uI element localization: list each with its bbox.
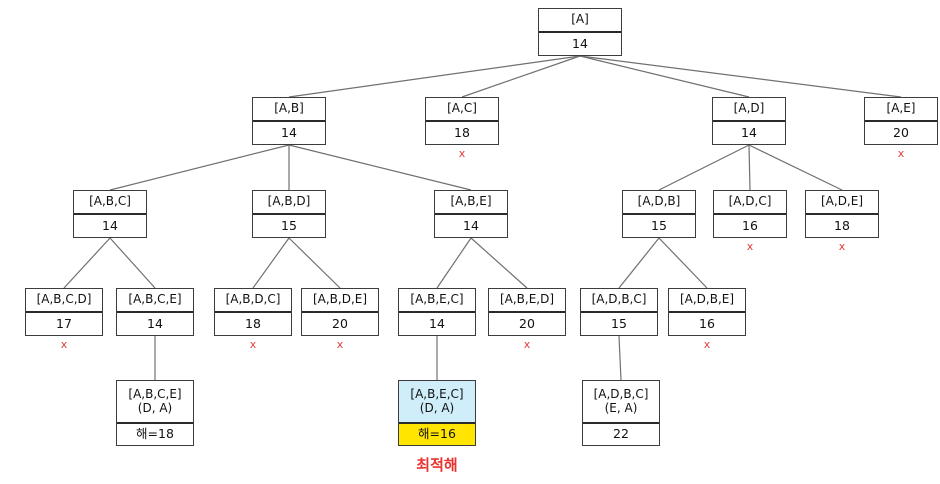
node-path-label: [A,E] (886, 101, 916, 116)
node-AB: [A,B] 14 (252, 97, 326, 145)
node-ABC: [A,B,C] 14 (73, 190, 147, 238)
node-ADBE: [A,D,B,E] 16 (668, 288, 746, 336)
node-cost-label: 18 (215, 311, 291, 335)
node-cost-label: 17 (26, 311, 102, 335)
node-ABCE: [A,B,C,E] 14 (116, 288, 194, 336)
node-path-label: [A,C] (447, 101, 477, 116)
node-ABEC: [A,B,E,C] 14 (398, 288, 476, 336)
node-path-label: [A,B,C] (89, 194, 131, 209)
node-ADBC: [A,D,B,C] 15 (580, 288, 658, 336)
node-path-label: [A,D,E] (820, 194, 864, 209)
edge-AD-ADE (748, 144, 843, 191)
edge-ABD-ABDC (252, 237, 290, 289)
node-cost-label: 14 (539, 31, 621, 55)
pruned-x-mark: x (703, 338, 711, 351)
node-path-label: [A,D,B,C] (591, 292, 647, 307)
node-path-label: [A,D,B,E] (679, 292, 735, 307)
node-ADC: [A,D,C] 16 (713, 190, 787, 238)
node-path-label: [A,D,B] (637, 194, 681, 209)
pruned-x-mark: x (336, 338, 344, 351)
node-path-label: [A,B,E] (450, 194, 492, 209)
node-ABECDA: [A,B,E,C] (D, A)해=16 (398, 380, 476, 446)
edge-AB-ABE (288, 144, 472, 191)
edge-A-AB (288, 55, 581, 98)
node-path-label: [A,B,D,C] (225, 292, 281, 307)
node-path-label: [A,B,E,D] (499, 292, 555, 307)
node-ABDC: [A,B,D,C] 18 (214, 288, 292, 336)
node-cost-label: 14 (74, 213, 146, 237)
pruned-x-mark: x (746, 240, 754, 253)
pruned-x-mark: x (458, 147, 466, 160)
node-cost-label: 18 (426, 120, 498, 144)
pruned-x-mark: x (249, 338, 257, 351)
edge-AD-ADC (748, 144, 751, 191)
edge-AD-ADB (658, 144, 750, 191)
pruned-x-mark: x (897, 147, 905, 160)
node-path-label: [A,D,C] (728, 194, 772, 209)
edge-ADBC-ADBCEA (618, 335, 622, 381)
node-cost-label: 14 (713, 120, 785, 144)
pruned-x-mark: x (60, 338, 68, 351)
node-cost-label: 20 (489, 311, 565, 335)
node-ABDE: [A,B,D,E] 20 (301, 288, 379, 336)
node-cost-label: 해=16 (399, 422, 475, 445)
node-cost-label: 15 (581, 311, 657, 335)
edge-ABE-ABED (470, 237, 528, 289)
node-cost-label: 20 (302, 311, 378, 335)
node-path-label: [A,B,C,E] (128, 292, 182, 307)
node-cost-label: 16 (714, 213, 786, 237)
node-ABD: [A,B,D] 15 (252, 190, 326, 238)
node-cost-label: 20 (865, 120, 937, 144)
node-ADB: [A,D,B] 15 (622, 190, 696, 238)
node-cost-label: 15 (623, 213, 695, 237)
node-path-label: [A] (571, 12, 589, 27)
node-cost-label: 14 (435, 213, 507, 237)
node-path-label: [A,B,C,E] (D, A) (128, 386, 182, 415)
node-path-label: [A,D] (733, 101, 765, 116)
node-AD: [A,D] 14 (712, 97, 786, 145)
edge-A-AD (579, 55, 750, 98)
node-cost-label: 해=18 (117, 422, 193, 445)
node-path-label: [A,B] (274, 101, 304, 116)
node-path-label: [A,B,D] (267, 194, 311, 209)
node-cost-label: 14 (253, 120, 325, 144)
edge-ADB-ADBC (618, 237, 660, 289)
node-cost-label: 15 (253, 213, 325, 237)
node-AE: [A,E] 20 (864, 97, 938, 145)
edge-ABC-ABCE (109, 237, 156, 289)
edge-ADB-ADBE (658, 237, 708, 289)
edge-ABE-ABEC (436, 237, 472, 289)
node-path-label: [A,B,E,C] (410, 292, 464, 307)
edge-A-AC (461, 55, 581, 98)
pruned-x-mark: x (838, 240, 846, 253)
edge-ABC-ABCD (63, 237, 111, 289)
node-path-label: [A,D,B,C] (E, A) (593, 386, 649, 415)
node-ADE: [A,D,E] 18 (805, 190, 879, 238)
node-path-label: [A,B,D,E] (312, 292, 368, 307)
node-cost-label: 22 (583, 422, 659, 445)
pruned-x-mark: x (523, 338, 531, 351)
edge-A-AE (579, 55, 902, 98)
node-path-label: [A,B,E,C] (D, A) (399, 381, 475, 423)
edge-ABD-ABDE (288, 237, 341, 289)
node-ABCD: [A,B,C,D] 17 (25, 288, 103, 336)
node-path-label: [A,B,C,D] (36, 292, 92, 307)
node-ADBCEA: [A,D,B,C] (E, A) 22 (582, 380, 660, 446)
node-ABE: [A,B,E] 14 (434, 190, 508, 238)
node-AC: [A,C] 18 (425, 97, 499, 145)
node-cost-label: 14 (117, 311, 193, 335)
node-cost-label: 18 (806, 213, 878, 237)
optimal-solution-label: 최적해 (416, 456, 458, 474)
node-cost-label: 16 (669, 311, 745, 335)
node-cost-label: 14 (399, 311, 475, 335)
node-ABED: [A,B,E,D] 20 (488, 288, 566, 336)
node-A: [A] 14 (538, 8, 622, 56)
edge-AB-ABC (109, 144, 290, 191)
node-ABCEDA: [A,B,C,E] (D, A) 해=18 (116, 380, 194, 446)
